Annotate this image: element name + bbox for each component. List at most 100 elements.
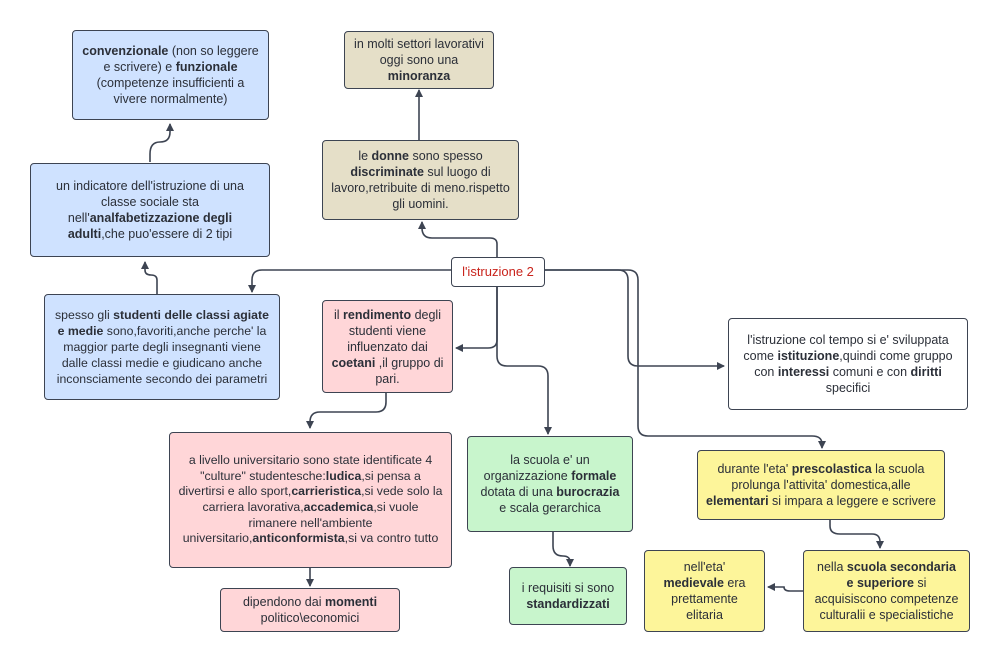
node-rendimento: il rendimento degli studenti viene influ… xyxy=(322,300,453,393)
node-text: un indicatore dell'istruzione di una cla… xyxy=(39,178,261,242)
node-universitario: a livello universitario sono state ident… xyxy=(169,432,452,568)
link-prescolastica-secondaria xyxy=(829,520,884,549)
node-convenzionale: convenzionale (non so leggere e scrivere… xyxy=(72,30,269,120)
node-text-bold: anticonformista xyxy=(252,531,345,546)
node-text-run: ,si pensa a divertirsi e allo sport, xyxy=(178,468,421,499)
node-text-bold: diritti xyxy=(910,365,942,379)
node-scuola: la scuola e' un organizzazione formale d… xyxy=(467,436,633,532)
node-text-run: un indicatore dell'istruzione di una cla… xyxy=(56,179,244,225)
node-text-bold: analfabetizzazione degli adulti xyxy=(67,211,233,241)
node-text-bold: scuola secondaria e superiore xyxy=(846,560,956,590)
link-secondaria-medievale xyxy=(767,583,803,592)
node-text-bold: prescolastica xyxy=(791,462,872,476)
node-text: il rendimento degli studenti viene influ… xyxy=(331,307,444,387)
node-text-run: ,il gruppo di pari. xyxy=(375,355,444,386)
node-minoranza: in molti settori lavorativi oggi sono un… xyxy=(344,31,494,89)
link-center-rendimento xyxy=(455,287,498,352)
node-text-bold: coetani xyxy=(331,355,376,370)
node-text-bold: medievale xyxy=(663,576,724,590)
node-indicatore: un indicatore dell'istruzione di una cla… xyxy=(30,163,270,257)
link-center-studenti xyxy=(248,269,451,293)
node-text-run: sul luogo di lavoro,retribuite di meno.r… xyxy=(331,165,510,211)
node-text-run: in molti settori lavorativi oggi sono un… xyxy=(354,37,484,67)
node-text-bold: burocrazia xyxy=(556,485,620,499)
node-studenti: spesso gli studenti delle classi agiate … xyxy=(44,294,280,400)
node-text: dipendono dai momenti politico\economici xyxy=(229,594,391,626)
node-donne: le donne sono spesso discriminate sul lu… xyxy=(322,140,519,220)
node-text-run: le xyxy=(358,149,372,163)
link-center-istituzione xyxy=(544,269,725,370)
link-rendimento-universitario xyxy=(306,393,387,429)
node-text-bold: studenti delle classi agiate e medie xyxy=(57,308,269,338)
node-text: la scuola e' un organizzazione formale d… xyxy=(476,452,624,516)
node-text-bold: interessi xyxy=(777,365,830,379)
node-text-run: ,quindi come gruppo con xyxy=(754,349,953,379)
node-text: a livello universitario sono state ident… xyxy=(178,453,443,547)
node-text-run: ,che puo'essere di 2 tipi xyxy=(101,227,233,241)
node-text-run: comuni e con xyxy=(829,365,911,379)
node-text-run: la scuola e' un organizzazione xyxy=(483,453,590,483)
node-text-run: a livello universitario sono state ident… xyxy=(188,453,433,483)
node-text-run: e scala gerarchica xyxy=(499,501,601,515)
link-indicatore-convenzionale xyxy=(149,123,174,162)
link-center-scuola xyxy=(496,287,552,435)
node-text-run: nell'eta' xyxy=(683,560,726,574)
node-text: in molti settori lavorativi oggi sono un… xyxy=(353,36,485,84)
node-text-run: (non so leggere e scrivere) e xyxy=(103,44,259,74)
node-text-run: durante l'eta' xyxy=(717,462,792,476)
node-text-bold: funzionale xyxy=(175,60,238,74)
node-text-bold: donne xyxy=(371,149,410,163)
node-text-bold: formale xyxy=(571,469,617,483)
node-text-run: specifici xyxy=(825,381,871,395)
link-scuola-requisiti xyxy=(552,532,574,567)
node-text: convenzionale (non so leggere e scrivere… xyxy=(81,43,260,107)
link-center-donne xyxy=(418,221,498,257)
node-text-run: si impara a leggere e scrivere xyxy=(768,494,936,508)
node-text-run: sono,favoriti,anche perche' la maggior p… xyxy=(56,324,268,386)
node-medievale: nell'eta' medievale era prettamente elit… xyxy=(644,550,765,632)
node-text: i requisiti si sono standardizzati xyxy=(518,580,618,612)
node-text-bold: rendimento xyxy=(343,307,412,322)
node-text-bold: accademica xyxy=(303,500,374,514)
node-text-run: politico\economici xyxy=(260,611,360,625)
node-text-run: dipendono dai xyxy=(242,595,325,609)
node-prescolastica: durante l'eta' prescolastica la scuola p… xyxy=(697,450,945,520)
node-text-run: il xyxy=(334,307,344,322)
node-text-bold: elementari xyxy=(706,494,769,508)
node-momenti: dipendono dai momenti politico\economici xyxy=(220,588,400,632)
node-text: durante l'eta' prescolastica la scuola p… xyxy=(706,461,936,509)
node-text-run: la scuola prolunga l'attivita' domestica… xyxy=(731,462,925,492)
node-text-run: spesso gli xyxy=(55,308,114,322)
node-text-run: (competenze insufficienti a vivere norma… xyxy=(96,76,245,106)
node-text-run: ,si vede solo la carriera lavorativa, xyxy=(202,484,443,514)
link-studenti-indicatore xyxy=(141,261,158,294)
node-text-run: i requisiti si sono xyxy=(521,581,615,595)
node-text-run: ,si vuole rimanere nell'ambiente univers… xyxy=(182,500,419,546)
node-text-bold: discriminate xyxy=(350,165,424,179)
node-text-bold: carrieristica xyxy=(291,484,362,499)
node-text: nell'eta' medievale era prettamente elit… xyxy=(653,559,756,623)
node-text: nella scuola secondaria e superiore si a… xyxy=(812,559,961,623)
node-text-run: si acquisiscono competenze culturalii e … xyxy=(814,576,959,622)
node-text-run: era prettamente elitaria xyxy=(671,576,746,622)
node-istituzione: l'istruzione col tempo si e' sviluppata … xyxy=(728,318,968,410)
node-text: l'istruzione col tempo si e' sviluppata … xyxy=(737,332,959,396)
node-text-bold: standardizzati xyxy=(526,597,610,611)
node-text-bold: istituzione xyxy=(777,349,840,363)
node-text-bold: minoranza xyxy=(387,69,451,83)
node-text-bold: convenzionale xyxy=(82,44,169,58)
node-text-run: nella xyxy=(817,560,847,574)
node-text-run: ,si va contro tutto xyxy=(344,531,439,546)
center-node: l'istruzione 2 xyxy=(451,257,545,287)
node-text-bold: ludica xyxy=(325,468,362,483)
node-text-bold: momenti xyxy=(324,595,378,609)
node-text-run: l'istruzione col tempo si e' sviluppata … xyxy=(743,333,949,363)
node-text-run: dotata di una xyxy=(480,485,557,499)
node-secondaria: nella scuola secondaria e superiore si a… xyxy=(803,550,970,632)
node-text-run: sono spesso xyxy=(409,149,483,163)
node-requisiti: i requisiti si sono standardizzati xyxy=(509,567,627,625)
node-text: le donne sono spesso discriminate sul lu… xyxy=(331,148,510,212)
node-text-run: degli studenti viene influenzato dai xyxy=(347,307,441,354)
link-center-prescolastica xyxy=(544,269,826,449)
